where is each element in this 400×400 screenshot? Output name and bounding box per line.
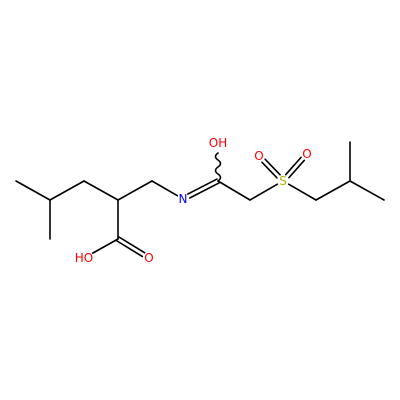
atom-label-o5: HO xyxy=(75,251,93,265)
bond-11-a xyxy=(288,159,306,179)
bond-3 xyxy=(83,180,119,201)
bond-5 xyxy=(151,180,179,197)
bond-17-b xyxy=(118,236,146,254)
bond-15 xyxy=(349,180,385,201)
bond-6-b xyxy=(186,178,218,195)
bond-9 xyxy=(249,183,279,201)
bond-12 xyxy=(287,183,317,201)
bond-6-a xyxy=(188,182,220,199)
bond-0 xyxy=(15,180,51,201)
bond-7-wavy xyxy=(214,152,222,182)
atom-label-o2: O xyxy=(254,149,263,163)
atom-label-o1: OH xyxy=(209,136,227,150)
bond-2 xyxy=(49,180,85,201)
atom-label-o3: O xyxy=(302,147,311,161)
bond-10-a xyxy=(264,158,281,176)
bond-17-a xyxy=(116,240,144,258)
atom-label-n1: N xyxy=(179,192,188,206)
bond-4 xyxy=(117,180,153,201)
atom-label-s1: S xyxy=(279,174,287,188)
atom-label-o4: O xyxy=(144,251,153,265)
bonds-layer xyxy=(15,141,385,258)
bond-13 xyxy=(315,180,351,201)
bond-18 xyxy=(91,238,119,254)
bond-8 xyxy=(217,180,251,201)
bond-10-b xyxy=(261,161,278,179)
bond-11-b xyxy=(284,156,302,176)
